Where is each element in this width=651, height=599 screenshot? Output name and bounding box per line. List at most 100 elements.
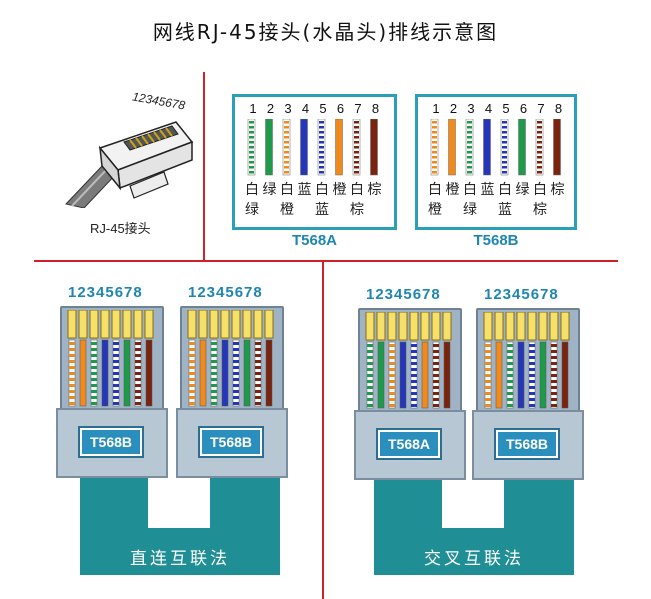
t568b-wire-stripe (467, 161, 472, 164)
t568a-wire-stripe (319, 141, 324, 144)
plug-wires (187, 310, 274, 407)
plug-wire-stripe (433, 368, 439, 371)
plug-wire-stripe (551, 368, 557, 371)
t568b-wire-stripe (467, 126, 472, 129)
t568a-wire-stripe (319, 156, 324, 159)
t568b-wire-stripe (502, 156, 507, 159)
t568a-wire-stripe (319, 121, 324, 124)
plug-wire-stripe (411, 344, 417, 347)
plug-wire-stripe (189, 390, 195, 393)
plug-contact-pin (483, 312, 493, 341)
t568a-wire-stripe (249, 136, 254, 139)
plug-contact-pin (560, 312, 570, 341)
plug-wire (79, 339, 87, 407)
plug-contact-pin (253, 310, 263, 339)
plug-wire-stripe (233, 384, 239, 387)
vertical-divider-bottom (322, 262, 324, 599)
t568a-wire-stripe (354, 171, 359, 174)
t568b-wire-stripe (502, 131, 507, 134)
plug-wire-stripe (411, 368, 417, 371)
t568b-wire-stripe (502, 146, 507, 149)
t568a-wire-stripe (249, 141, 254, 144)
plug-wire-stripe (113, 402, 119, 405)
plug-contact-pin (409, 312, 419, 341)
plug-wire-stripe (485, 350, 491, 353)
t568a-wire-stripe (319, 146, 324, 149)
plug-wire-stripe (233, 372, 239, 375)
t568a-wire (335, 119, 343, 176)
plug-wire-stripe (135, 384, 141, 387)
plug-wire-stripe (551, 374, 557, 377)
plug-wire-stripe (433, 362, 439, 365)
plug-wires (67, 310, 154, 407)
plug-wire-stripe (551, 356, 557, 359)
t568a-wire-stripe (319, 161, 324, 164)
plug-wire (539, 341, 547, 409)
t568a-pin-number: 2 (266, 101, 275, 116)
plug-contact-pin (133, 310, 143, 339)
t568b-wire-stripe (537, 156, 542, 159)
plug-wire-stripe (211, 372, 217, 375)
plug-wire-stripe (211, 384, 217, 387)
plug-wire-stripe (91, 342, 97, 345)
t568b-wire-stripe (432, 136, 437, 139)
t568a-wire (300, 119, 308, 176)
plug-wire (199, 339, 207, 407)
plug-contact-pin (144, 310, 154, 339)
plug-contact-pin (431, 312, 441, 341)
t568b-wire (518, 119, 526, 176)
plug-wire-stripe (485, 398, 491, 401)
plug-wire (243, 339, 251, 407)
t568b-wire-stripe (537, 166, 542, 169)
t568a-wire-stripe (354, 121, 359, 124)
t568a-wire-stripe (284, 166, 289, 169)
plug-wire-stripe (485, 374, 491, 377)
plug-wire-stripe (91, 378, 97, 381)
t568a-wire-stripe (284, 156, 289, 159)
plug-wire-stripe (69, 396, 75, 399)
plug-contact-pin (231, 310, 241, 339)
plug-contact-pin (78, 310, 88, 339)
plug-wire-stripe (255, 348, 261, 351)
plug-wire-stripe (389, 398, 395, 401)
plug-standard-tag: T568A (376, 428, 442, 460)
plug-wire-stripe (507, 368, 513, 371)
plug-wire-stripe (529, 380, 535, 383)
plug-wire-stripe (507, 344, 513, 347)
t568a-color-name: 绿 (245, 202, 259, 218)
t568a-wire-stripe (284, 131, 289, 134)
t568a-wire-stripe (284, 126, 289, 129)
plug-wire-stripe (255, 384, 261, 387)
t568b-wire-stripe (467, 121, 472, 124)
plug-wire-stripe (91, 390, 97, 393)
plug-wire-stripe (389, 350, 395, 353)
plug-wire-stripe (233, 378, 239, 381)
t568a-wire-stripe (249, 131, 254, 134)
plug-wire-stripe (433, 392, 439, 395)
t568a-wire-stripe (319, 131, 324, 134)
t568b-pin-number: 7 (537, 101, 545, 116)
t568b-wire-stripe (502, 166, 507, 169)
plug-contact-pin (442, 312, 452, 341)
t568b-wire-stripe (502, 126, 507, 129)
plug-wire-stripe (507, 362, 513, 365)
plug-contact-pin (209, 310, 219, 339)
t568b-wire-stripe (537, 136, 542, 139)
plug-wire-stripe (91, 366, 97, 369)
t568b-wire-stripe (502, 141, 507, 144)
plug-wire-stripe (551, 362, 557, 365)
t568a-wire-stripe (354, 141, 359, 144)
plug-wire-stripe (485, 344, 491, 347)
t568b-wire (553, 119, 561, 176)
plug-contact-pin (198, 310, 208, 339)
plug-wire-stripe (551, 386, 557, 389)
t568b-wire-stripe (502, 151, 507, 154)
t568a-wire-stripe (249, 151, 254, 154)
t568b-wire-stripe (537, 171, 542, 174)
t568b-wire-stripe (537, 141, 542, 144)
rj45-plug-icon (65, 121, 194, 208)
plug-wire-stripe (551, 398, 557, 401)
plug-wire-stripe (411, 356, 417, 359)
plug-wire-stripe (389, 386, 395, 389)
connector-caption: RJ-45接头 (90, 221, 151, 236)
